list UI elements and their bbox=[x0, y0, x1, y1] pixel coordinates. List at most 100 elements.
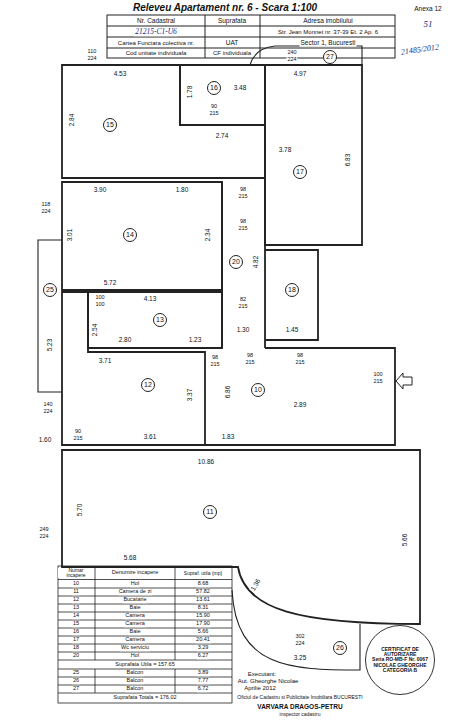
table-cell: 14 bbox=[72, 613, 80, 619]
dimension-label: 5.68 bbox=[123, 555, 138, 562]
dimension-label: 1.80 bbox=[175, 187, 190, 194]
table-cell: 7.77 bbox=[197, 678, 210, 684]
table-cell: 57.82 bbox=[195, 589, 211, 595]
table-cell: Balcon bbox=[126, 670, 145, 676]
dimension-label: 3.37 bbox=[187, 388, 194, 403]
opening-size: 224 bbox=[40, 209, 51, 215]
signature-text: Oficiul de Cadastru si Publicitate Imobi… bbox=[234, 695, 366, 700]
header-cell: UAT bbox=[225, 40, 240, 47]
handwritten-note: 51 bbox=[423, 20, 434, 29]
table-cell: 6.27 bbox=[197, 653, 210, 659]
opening-size: 215 bbox=[237, 194, 248, 200]
signature-text: VARVARA DRAGOS-PETRU bbox=[256, 704, 343, 711]
dimension-label: 3.90 bbox=[93, 187, 108, 194]
opening-size: 140 bbox=[42, 402, 53, 408]
table-cell: 20 bbox=[72, 653, 80, 659]
table-cell: 15.90 bbox=[195, 613, 211, 619]
table-cell: 5.66 bbox=[197, 629, 210, 635]
room-number: 14 bbox=[123, 228, 137, 242]
dimension-label: 2.74 bbox=[215, 133, 230, 140]
authorization-stamp: CERTIFICAT DE AUTORIZARESeria RO-MB-F Nr… bbox=[365, 625, 435, 695]
room-number-text: 14 bbox=[126, 231, 134, 238]
room-number: 10 bbox=[251, 383, 265, 397]
table-cell: Baie bbox=[128, 629, 141, 635]
table-cell: Wc serviciu bbox=[120, 645, 150, 651]
opening-size: 98 bbox=[246, 353, 254, 359]
table-cell: Numar incapere bbox=[58, 568, 94, 578]
opening-size: 240 bbox=[286, 50, 297, 56]
table-cell: 3.29 bbox=[197, 645, 210, 651]
dimension-label: 6.83 bbox=[345, 153, 352, 168]
table-cell: Camera bbox=[124, 621, 146, 627]
table-cell: Suprafata Totala = 176.02 bbox=[112, 695, 177, 701]
dimension-label: 2.84 bbox=[69, 113, 76, 128]
dimension-label: 1.83 bbox=[221, 434, 236, 441]
room-number: 16 bbox=[207, 81, 221, 95]
table-cell: Baie bbox=[128, 605, 141, 611]
room-number-text: 16 bbox=[210, 84, 218, 91]
opening-size: 98 bbox=[239, 219, 247, 225]
dimension-label: 2.80 bbox=[118, 337, 133, 344]
opening-size: 302 bbox=[294, 634, 305, 640]
table-cell: 17.90 bbox=[195, 621, 211, 627]
room-number: 11 bbox=[203, 505, 217, 519]
room-number-text: 15 bbox=[106, 121, 114, 128]
table-cell: Balcon bbox=[126, 686, 145, 692]
opening-size: 224 bbox=[42, 409, 53, 415]
table-cell: Camera bbox=[124, 613, 146, 619]
handwritten-note: 21215-C1-U6 bbox=[134, 28, 178, 36]
opening-size: 118 bbox=[41, 202, 52, 208]
dimension-label: 5.23 bbox=[47, 338, 54, 353]
dimension-label: 4.13 bbox=[143, 296, 158, 303]
balconies bbox=[38, 46, 362, 670]
table-cell: 6.72 bbox=[197, 686, 210, 692]
table-cell: Camera de zi bbox=[118, 589, 153, 595]
table-cell: 10 bbox=[72, 581, 80, 587]
table-cell: 26 bbox=[72, 678, 80, 684]
dimension-label: 3.71 bbox=[98, 358, 113, 365]
room-number: 27 bbox=[323, 50, 337, 64]
table-cell: Hol bbox=[130, 581, 140, 587]
opening-size: 110 bbox=[87, 49, 98, 55]
table-cell: 8.31 bbox=[197, 605, 210, 611]
dimension-label: 3.78 bbox=[278, 147, 293, 154]
entrance-arrow bbox=[396, 373, 412, 389]
header-cell: Anexa 12 bbox=[413, 6, 442, 13]
header-cell: Adresa imobilului bbox=[302, 18, 354, 25]
opening-size: 224 bbox=[294, 641, 305, 647]
table-cell: 16 bbox=[72, 629, 80, 635]
header-cell: Nr. Cadastral bbox=[136, 18, 176, 25]
room-number: 20 bbox=[229, 255, 243, 269]
table-cell: Camera bbox=[124, 637, 146, 643]
opening-size: 100 bbox=[94, 302, 105, 308]
room-number: 17 bbox=[293, 165, 307, 179]
room-number-text: 27 bbox=[326, 53, 334, 60]
room-number-text: 10 bbox=[254, 386, 262, 393]
room-number-text: 18 bbox=[288, 286, 296, 293]
room-number: 25 bbox=[43, 283, 57, 297]
table-cell: 15 bbox=[72, 621, 80, 627]
table-cell: 25 bbox=[72, 670, 80, 676]
dimension-label: 1.23 bbox=[188, 337, 203, 344]
opening-size: 215 bbox=[244, 360, 255, 366]
dimension-label: 2.54 bbox=[92, 323, 99, 338]
dimension-label: 1.45 bbox=[285, 327, 300, 334]
header-table bbox=[107, 15, 395, 58]
room-number: 26 bbox=[333, 641, 347, 655]
header-cell: Sector 1, Bucuresti bbox=[300, 40, 357, 47]
dimension-label: 1.60 bbox=[38, 437, 53, 444]
table-cell: Supraf. utila (mp) bbox=[177, 571, 229, 576]
room-number-text: 17 bbox=[296, 168, 304, 175]
dimension-label: 3.48 bbox=[233, 85, 248, 92]
table-cell: Denumire incapere bbox=[111, 570, 159, 576]
opening-size: 224 bbox=[38, 534, 49, 540]
header-cell: CF individuala bbox=[212, 50, 252, 56]
dimension-label: 3.61 bbox=[143, 434, 158, 441]
stamp-text: CERTIFICAT DE AUTORIZARE bbox=[371, 647, 429, 658]
room-number: 15 bbox=[103, 118, 117, 132]
opening-size: 215 bbox=[372, 379, 383, 385]
opening-size: 215 bbox=[209, 362, 220, 368]
table-cell: Hol bbox=[130, 653, 140, 659]
room-number-text: 11 bbox=[206, 508, 213, 515]
